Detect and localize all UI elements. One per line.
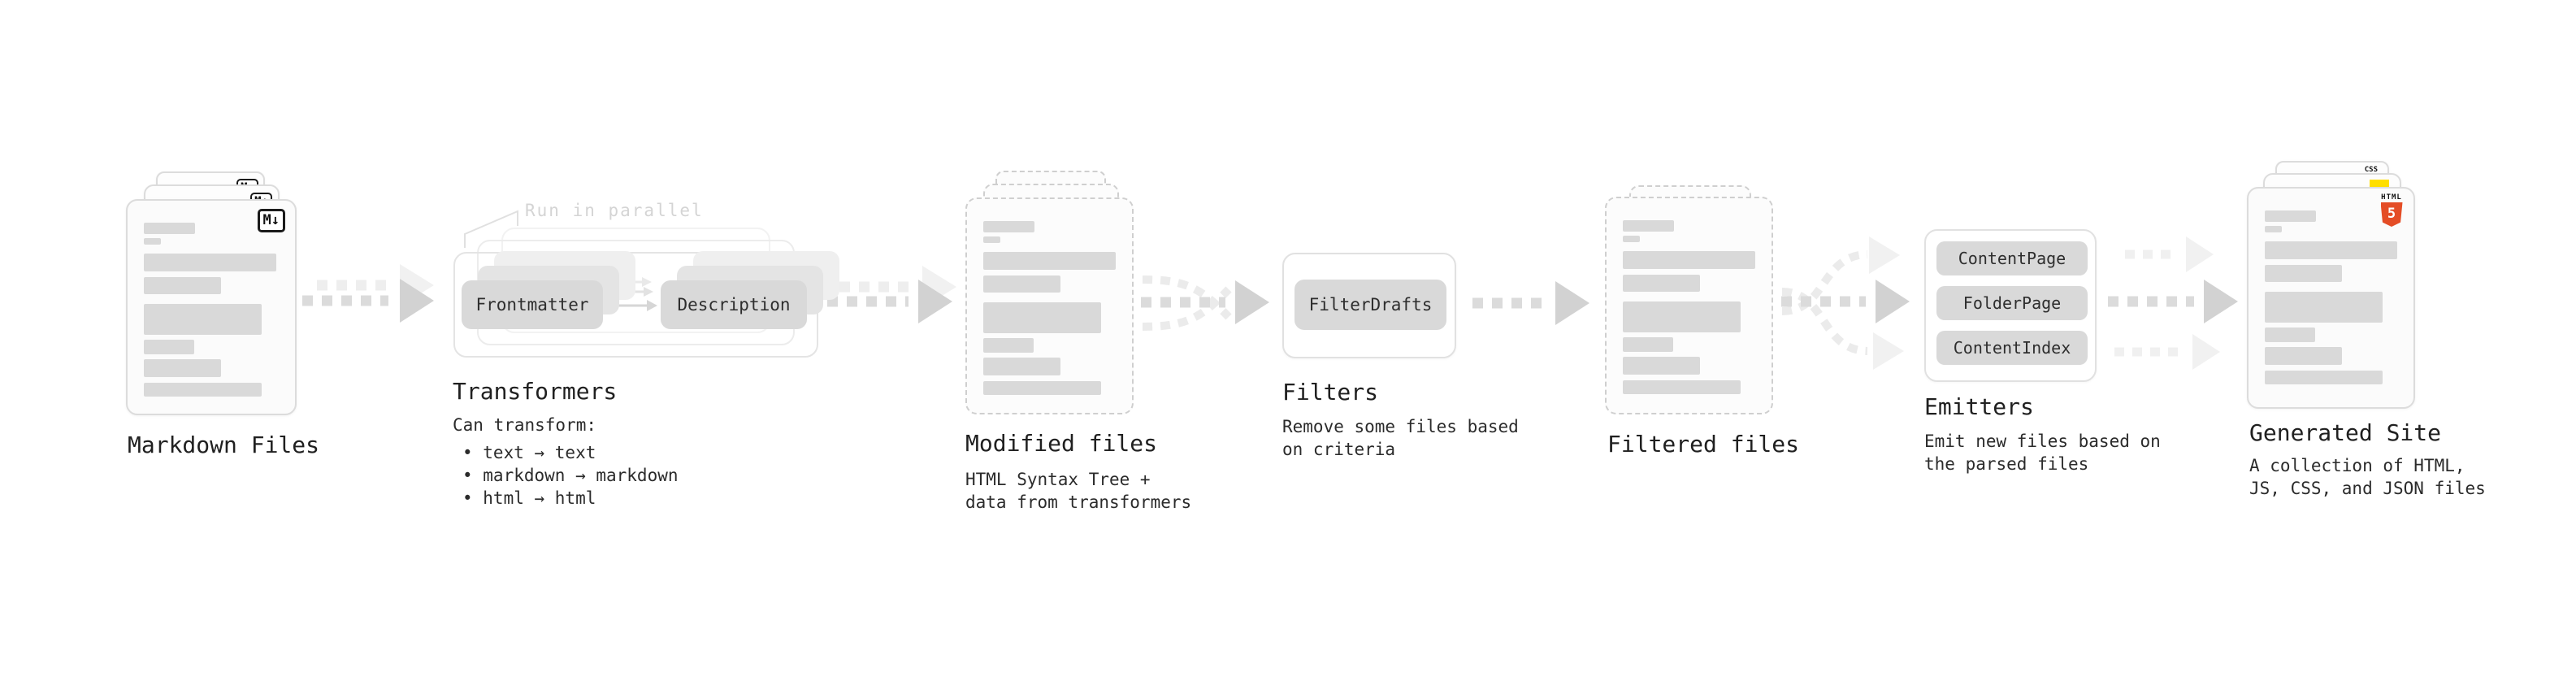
node-filters-box: FilterDrafts: [1282, 253, 1456, 358]
node-filtered-files: [1605, 185, 1776, 417]
node-title-filtered: Filtered files: [1607, 431, 1800, 458]
markdown-icon: M↓: [257, 209, 285, 232]
node-title-modified: Modified files: [965, 430, 1158, 457]
node-title-transformers: Transformers: [453, 378, 618, 405]
node-desc-generated: A collection of HTML, JS, CSS, and JSON …: [2249, 456, 2486, 498]
arrow-transformers-to-modified: [827, 266, 956, 323]
contentindex-chip: ContentIndex: [1936, 331, 2088, 365]
file-content-bars: [2249, 189, 2413, 407]
file-content-bars: [1607, 198, 1772, 413]
node-modified-files: [965, 171, 1136, 414]
file-card: [1605, 197, 1773, 414]
arrow-modified-to-filters: [1141, 275, 1269, 331]
contentpage-chip: ContentPage: [1936, 241, 2088, 275]
node-generated-site: CSS HTML 5: [2247, 161, 2419, 410]
file-content-bars: [967, 199, 1132, 413]
node-title-generated: Generated Site: [2249, 419, 2442, 446]
description-chip: Description: [661, 280, 807, 329]
file-content-bars: [128, 201, 295, 414]
node-desc-filters: Remove some files based on criteria: [1282, 417, 1519, 459]
node-desc-transformers: Can transform: • text → text • markdown …: [453, 415, 679, 508]
frontmatter-chip: Frontmatter: [462, 280, 603, 329]
arrow-filters-to-filtered: [1472, 281, 1589, 325]
node-title-emitters: Emitters: [1924, 393, 2034, 420]
node-desc-modified: HTML Syntax Tree + data from transformer…: [965, 470, 1192, 512]
node-desc-emitters: Emit new files based on the parsed files: [1924, 432, 2161, 474]
file-card: [965, 197, 1134, 414]
html5-icon: HTML 5: [2378, 193, 2405, 227]
folderpage-chip: FolderPage: [1936, 286, 2088, 320]
arrow-filtered-to-emitters: [1781, 236, 1910, 370]
node-title-markdown: Markdown Files: [128, 432, 320, 458]
file-card: M↓: [126, 199, 297, 415]
file-card-html: HTML 5: [2247, 187, 2415, 409]
node-markdown-files: M↓ M↓ M↓: [126, 171, 297, 415]
run-in-parallel-label: Run in parallel: [525, 201, 704, 220]
filterdrafts-chip: FilterDrafts: [1295, 280, 1446, 330]
node-title-filters: Filters: [1282, 379, 1379, 406]
node-transformers: Run in parallel Frontmatter Description: [452, 197, 839, 368]
node-emitters-box: ContentPage FolderPage ContentIndex: [1924, 229, 2097, 382]
arrow-emitters-to-generated: [2108, 236, 2238, 370]
arrow-markdown-to-transformers: [302, 264, 434, 323]
